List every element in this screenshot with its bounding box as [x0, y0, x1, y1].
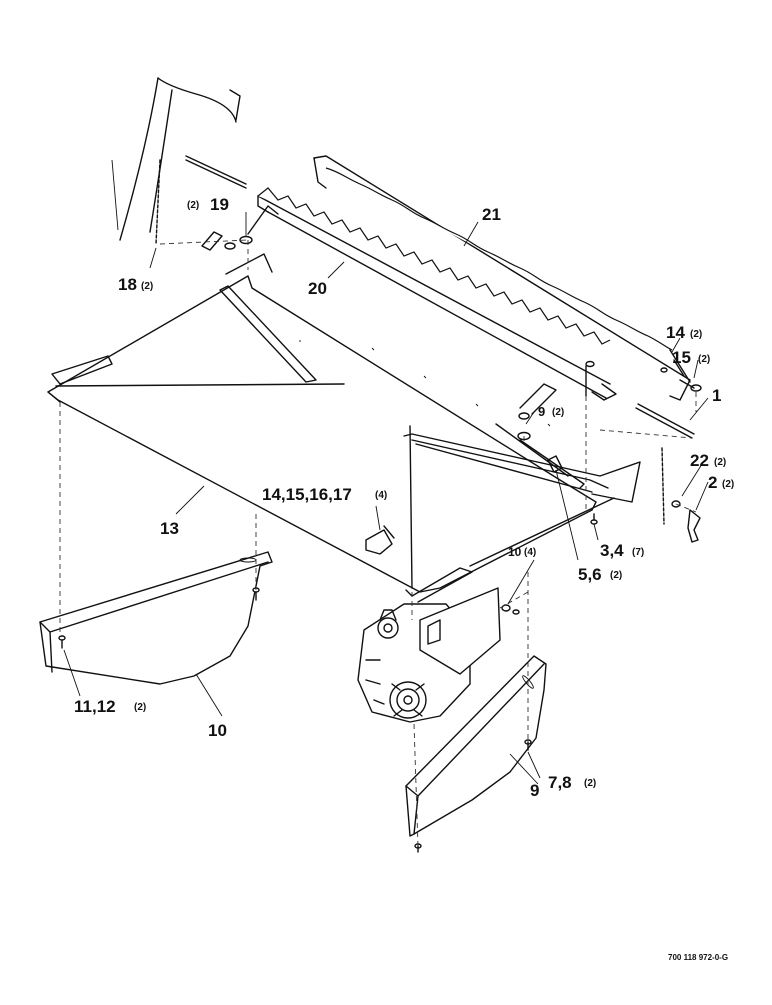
shield-10	[39, 551, 273, 685]
bracket-9	[517, 360, 595, 441]
label-11-12-qty: (2)	[134, 702, 146, 713]
label-14-qty: (2)	[690, 329, 702, 340]
label-22: 22	[690, 451, 709, 470]
label-10-small-qty: (4)	[524, 547, 536, 558]
label-20: 20	[308, 279, 327, 298]
label-14-17: 14,15,16,17	[262, 485, 352, 504]
rod-1	[635, 403, 695, 439]
label-1: 1	[712, 386, 721, 405]
shield-9	[405, 655, 547, 853]
label-3-4: 3,4	[600, 541, 624, 560]
label-9-small-qty: (2)	[552, 407, 564, 418]
label-14-17-qty: (4)	[375, 490, 387, 501]
label-2-qty: (2)	[722, 479, 734, 490]
label-22-qty: (2)	[714, 457, 726, 468]
label-9: 9	[530, 781, 539, 800]
label-5-6: 5,6	[578, 565, 602, 584]
label-15: 15	[672, 348, 691, 367]
bolt-3-4	[590, 513, 598, 525]
label-5-6-qty: (2)	[610, 570, 622, 581]
leader-lines	[63, 212, 709, 785]
rod-top	[185, 155, 247, 189]
pin-15	[660, 367, 702, 392]
label-10: 10	[208, 721, 227, 740]
label-10-small: 10	[508, 545, 522, 559]
label-13: 13	[160, 519, 179, 538]
label-21: 21	[482, 205, 501, 224]
label-7-8-qty: (2)	[584, 778, 596, 789]
label-15-qty: (2)	[698, 354, 710, 365]
clip-14-17	[365, 525, 395, 555]
hook-19	[201, 205, 279, 251]
chain-plate-21	[313, 155, 691, 401]
label-7-8: 7,8	[548, 773, 572, 792]
label-14: 14	[666, 323, 685, 342]
label-3-4-qty: (7)	[632, 547, 644, 558]
deck-13	[47, 253, 641, 603]
document-number-text: 700 118 972-0-G	[668, 953, 728, 962]
callout-labels: 21 (2) 19 18 (2) 20 14 (2) 15 (2) 1 9 (2…	[74, 195, 734, 800]
chain-18	[155, 159, 161, 245]
gearbox	[357, 587, 520, 723]
label-9-small: 9	[538, 404, 545, 419]
label-18-qty: (2)	[141, 281, 153, 292]
label-19-qty: (2)	[187, 200, 199, 211]
assembly-lines	[59, 239, 697, 847]
document-number: 700 118 972-0-G	[668, 953, 728, 962]
label-18: 18	[118, 275, 137, 294]
label-11-12: 11,12	[74, 697, 116, 716]
cutter-bar-20	[257, 187, 617, 401]
label-2: 2	[708, 473, 717, 492]
machine-frame-corner	[111, 77, 241, 241]
label-19: 19	[210, 195, 229, 214]
